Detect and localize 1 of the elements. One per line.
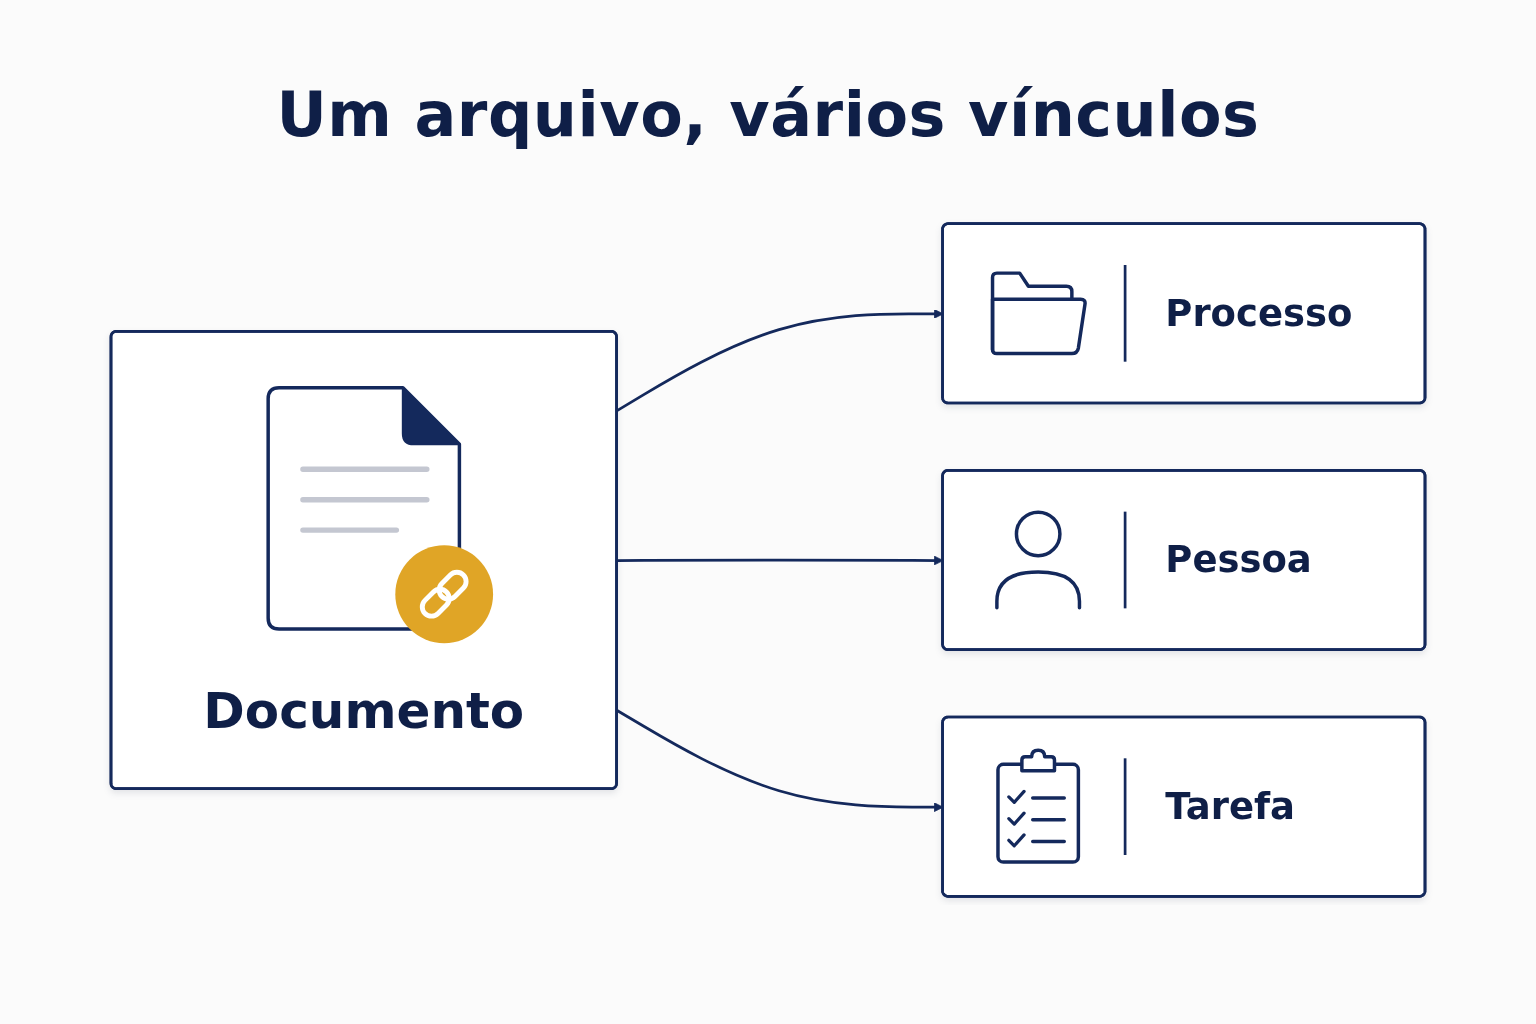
title: Um arquivo, vários vínculos [275, 78, 1261, 151]
